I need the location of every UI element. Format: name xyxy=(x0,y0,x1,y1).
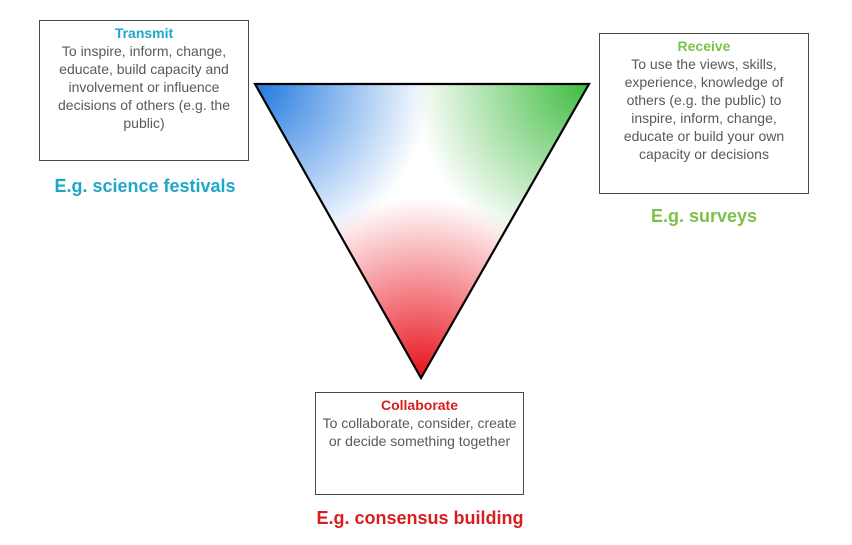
receive-description: To use the views, skills, experience, kn… xyxy=(623,56,785,162)
triangle-outline xyxy=(253,82,591,381)
triangle xyxy=(253,82,591,381)
collaborate-gradient-corner xyxy=(255,84,589,378)
transmit-description: To inspire, inform, change, educate, bui… xyxy=(58,43,230,131)
collaborate-example: E.g. consensus building xyxy=(316,508,524,528)
collaborate-description: To collaborate, consider, create or deci… xyxy=(322,415,517,449)
collaborate-box: Collaborate To collaborate, consider, cr… xyxy=(315,392,524,495)
transmit-box: Transmit To inspire, inform, change, edu… xyxy=(39,20,249,161)
collaborate-title: Collaborate xyxy=(380,397,458,413)
receive-title: Receive xyxy=(677,38,731,54)
receive-box: Receive To use the views, skills, experi… xyxy=(599,33,809,194)
receive-example: E.g. surveys xyxy=(650,206,758,226)
transmit-title: Transmit xyxy=(114,25,174,41)
transmit-example: E.g. science festivals xyxy=(54,176,236,196)
